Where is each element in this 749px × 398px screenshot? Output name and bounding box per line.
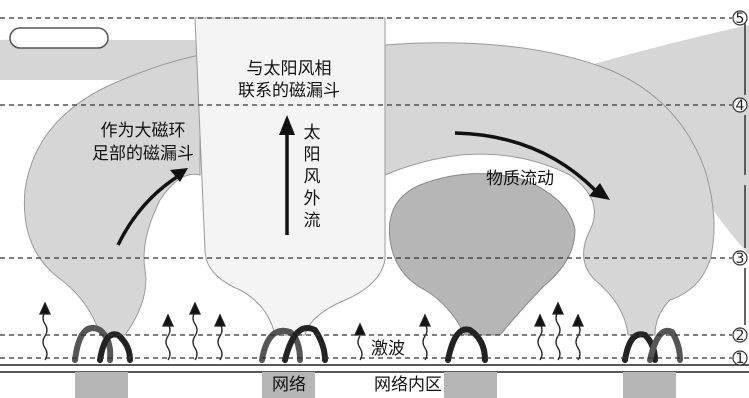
internetwork-label: 网络内区: [374, 375, 442, 395]
right-loop-arch: [384, 42, 715, 336]
left-loop-funnel: [23, 54, 201, 336]
solar-wind-char-1: 太: [304, 123, 321, 143]
network-label: 网络: [272, 375, 306, 395]
solar-wind-char-5: 流: [304, 211, 321, 231]
mass-flow-arrow-head: [589, 183, 610, 200]
wave-arrow: [217, 323, 223, 361]
wave-arrow: [555, 311, 561, 361]
wave-arrow: [575, 323, 581, 361]
arrow-head: [551, 301, 565, 315]
small-loop: [282, 325, 328, 363]
level-label-2: 2: [736, 328, 745, 344]
network-block-1: [75, 372, 128, 398]
network-block-2: [262, 372, 315, 398]
wave-arrow: [537, 323, 543, 361]
wave-arrow: [165, 323, 171, 361]
arrow-head: [571, 313, 585, 327]
arrow-head: [418, 313, 432, 327]
arrow-head: [38, 301, 52, 315]
solar-wind-char-4: 外: [304, 189, 321, 209]
funnel-foot-arrow-head: [170, 168, 188, 182]
solar-wind-funnel: [194, 17, 386, 336]
footpoint-loops: [72, 325, 683, 363]
level-lines: [0, 17, 732, 359]
wave-arrow: [42, 311, 48, 361]
wave-arrow: [422, 323, 428, 361]
level-marker-2: [732, 327, 748, 343]
shock-label: 激波: [371, 339, 405, 359]
solar-wind-char-2: 阳: [304, 145, 321, 165]
rounded-box: [9, 27, 109, 49]
funnel-top-label-line2: 联系的磁漏斗: [238, 81, 340, 101]
wave-arrow: [357, 335, 363, 361]
small-loop: [647, 327, 683, 363]
network-block-3: [444, 372, 497, 398]
wave-arrows: [38, 301, 585, 361]
solar-wind-char-3: 风: [304, 167, 321, 187]
level-marker-3: [732, 250, 748, 266]
arrow-head: [161, 313, 175, 327]
mass-flow-label: 物质流动: [486, 169, 554, 189]
small-loop: [97, 331, 133, 363]
level-marker-4: [732, 97, 748, 113]
wave-arrow: [192, 311, 198, 361]
small-loop: [259, 327, 303, 363]
arrow-head: [533, 313, 547, 327]
small-loop: [445, 326, 488, 363]
small-loop: [72, 325, 114, 363]
network-block-4: [623, 372, 676, 398]
level-markers: [732, 10, 748, 366]
level-marker-1: [732, 350, 748, 366]
funnel-foot-arrow: [116, 173, 181, 246]
level-label-4: 4: [736, 98, 745, 114]
arrow-head: [353, 322, 367, 336]
level-label-1: 1: [736, 351, 745, 367]
funnel-top-label-line1: 与太阳风相: [247, 59, 332, 79]
arrow-head: [213, 313, 227, 327]
inner-dark-loop: [388, 173, 576, 336]
funnel-foot-label-line1: 作为大磁环: [101, 121, 186, 141]
level-label-3: 3: [736, 251, 745, 267]
level-marker-5: [732, 10, 748, 26]
arrow-head: [188, 301, 202, 315]
level-label-5: 5: [736, 11, 745, 27]
mass-flow-arrow: [454, 131, 597, 192]
solar-wind-arrow-head: [279, 115, 295, 135]
funnel-foot-label-line2: 足部的磁漏斗: [92, 144, 194, 164]
